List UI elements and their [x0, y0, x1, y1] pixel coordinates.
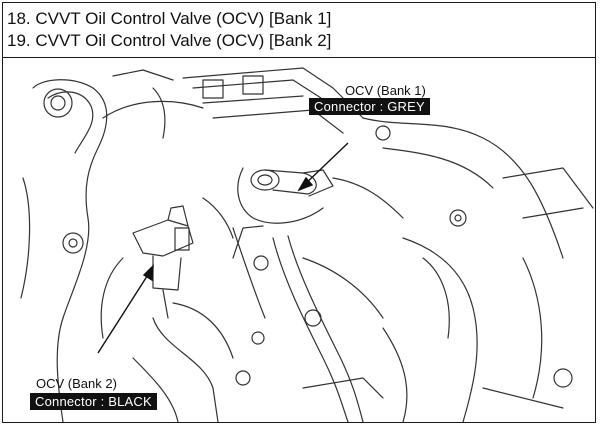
- callout-bank2: OCV (Bank 2) Connector : BLACK: [30, 376, 157, 411]
- callout-bank1: OCV (Bank 1) Connector : GREY: [309, 83, 430, 116]
- header-item-19: 19. CVVT Oil Control Valve (OCV) [Bank 2…: [7, 31, 332, 50]
- engine-line-drawing: [20, 67, 594, 422]
- callout-bank2-connector: Connector : BLACK: [30, 393, 157, 410]
- header: 18. CVVT Oil Control Valve (OCV) [Bank 1…: [3, 3, 595, 58]
- engine-illustration: OCV (Bank 1) Connector : GREY OCV (Bank …: [3, 58, 595, 422]
- callout-bank1-title: OCV (Bank 1): [344, 83, 426, 98]
- callout-bank1-connector: Connector : GREY: [309, 98, 430, 115]
- callout-bank2-title: OCV (Bank 2): [36, 376, 117, 391]
- document-frame: 18. CVVT Oil Control Valve (OCV) [Bank 1…: [2, 2, 596, 423]
- header-item-18: 18. CVVT Oil Control Valve (OCV) [Bank 1…: [7, 9, 332, 28]
